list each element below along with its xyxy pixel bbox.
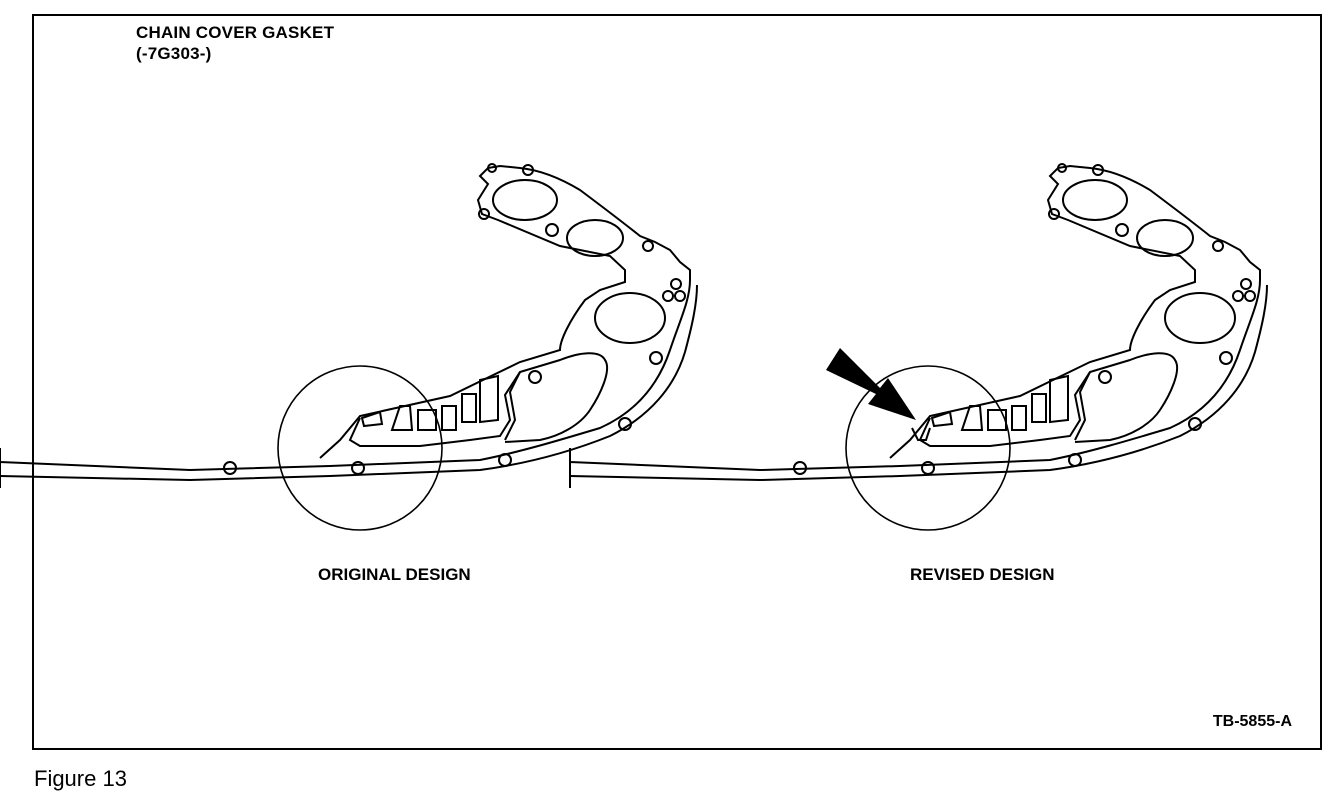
figure-frame [32,14,1322,750]
figure-label: Figure 13 [34,766,127,791]
arrow-icon [826,348,916,420]
title-line-2: (-7G303-) [136,44,212,63]
revised-design-caption: REVISED DESIGN [910,565,1055,584]
revised-design-drawing [569,163,1268,531]
original-design-caption: ORIGINAL DESIGN [318,565,471,584]
title-line-1: CHAIN COVER GASKET [136,23,335,42]
revised-highlight-circle [845,365,1011,531]
revised-notch-detail [911,427,931,441]
original-design-drawing [0,163,698,531]
figure-title: CHAIN COVER GASKET (-7G303-) [136,22,334,64]
original-highlight-circle [277,365,443,531]
reference-code: TB-5855-A [1212,713,1292,730]
